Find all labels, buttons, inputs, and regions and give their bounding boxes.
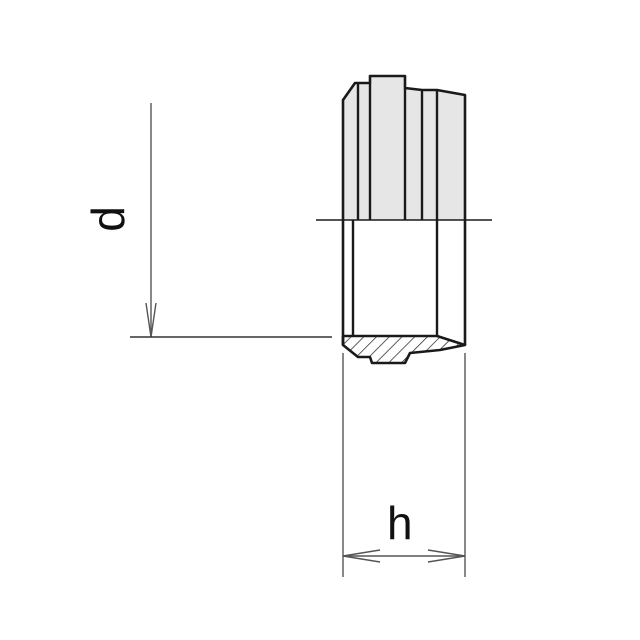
dimension-d [130,103,332,338]
dimension-h [342,353,466,577]
dimension-label-d: d [82,206,134,232]
hatched-cross-section [341,334,467,365]
section-view [341,220,467,365]
dimension-label-h: h [387,497,413,549]
outer-view [341,74,467,220]
